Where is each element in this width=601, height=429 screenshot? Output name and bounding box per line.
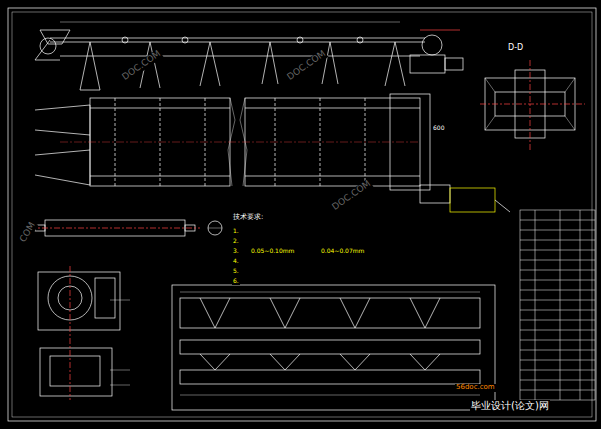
note-number: 3. [232, 248, 240, 255]
title-table [520, 210, 595, 400]
section-dd [480, 60, 585, 150]
note-number: 1. [232, 228, 240, 235]
watermark: DOC.COM [285, 48, 329, 83]
plan-view [35, 94, 510, 212]
requirements-heading: 技术要求: [232, 214, 264, 222]
logo-text: 毕业设计(论文)网 [470, 400, 550, 411]
side-view [35, 22, 463, 90]
watermark: DOC.COM [330, 178, 374, 213]
section-label: D-D [507, 44, 524, 53]
note-number: 6. [232, 278, 240, 285]
tolerance-value: 0.04~0.07mm [320, 248, 365, 255]
sheet-border [8, 8, 596, 421]
dimension: 600 [432, 125, 445, 132]
watermark: COM [18, 220, 38, 245]
roller-detail [30, 220, 222, 236]
frame-detail [172, 285, 495, 410]
note-number: 2. [232, 238, 240, 245]
watermark: DOC.COM [120, 48, 164, 83]
inner-border [12, 12, 592, 417]
note-number: 5. [232, 268, 240, 275]
note-number: 4. [232, 258, 240, 265]
tolerance-value: 0.05~0.10mm [250, 248, 295, 255]
gearbox-detail [38, 266, 130, 400]
logo-url: 56doc.com [455, 384, 496, 392]
